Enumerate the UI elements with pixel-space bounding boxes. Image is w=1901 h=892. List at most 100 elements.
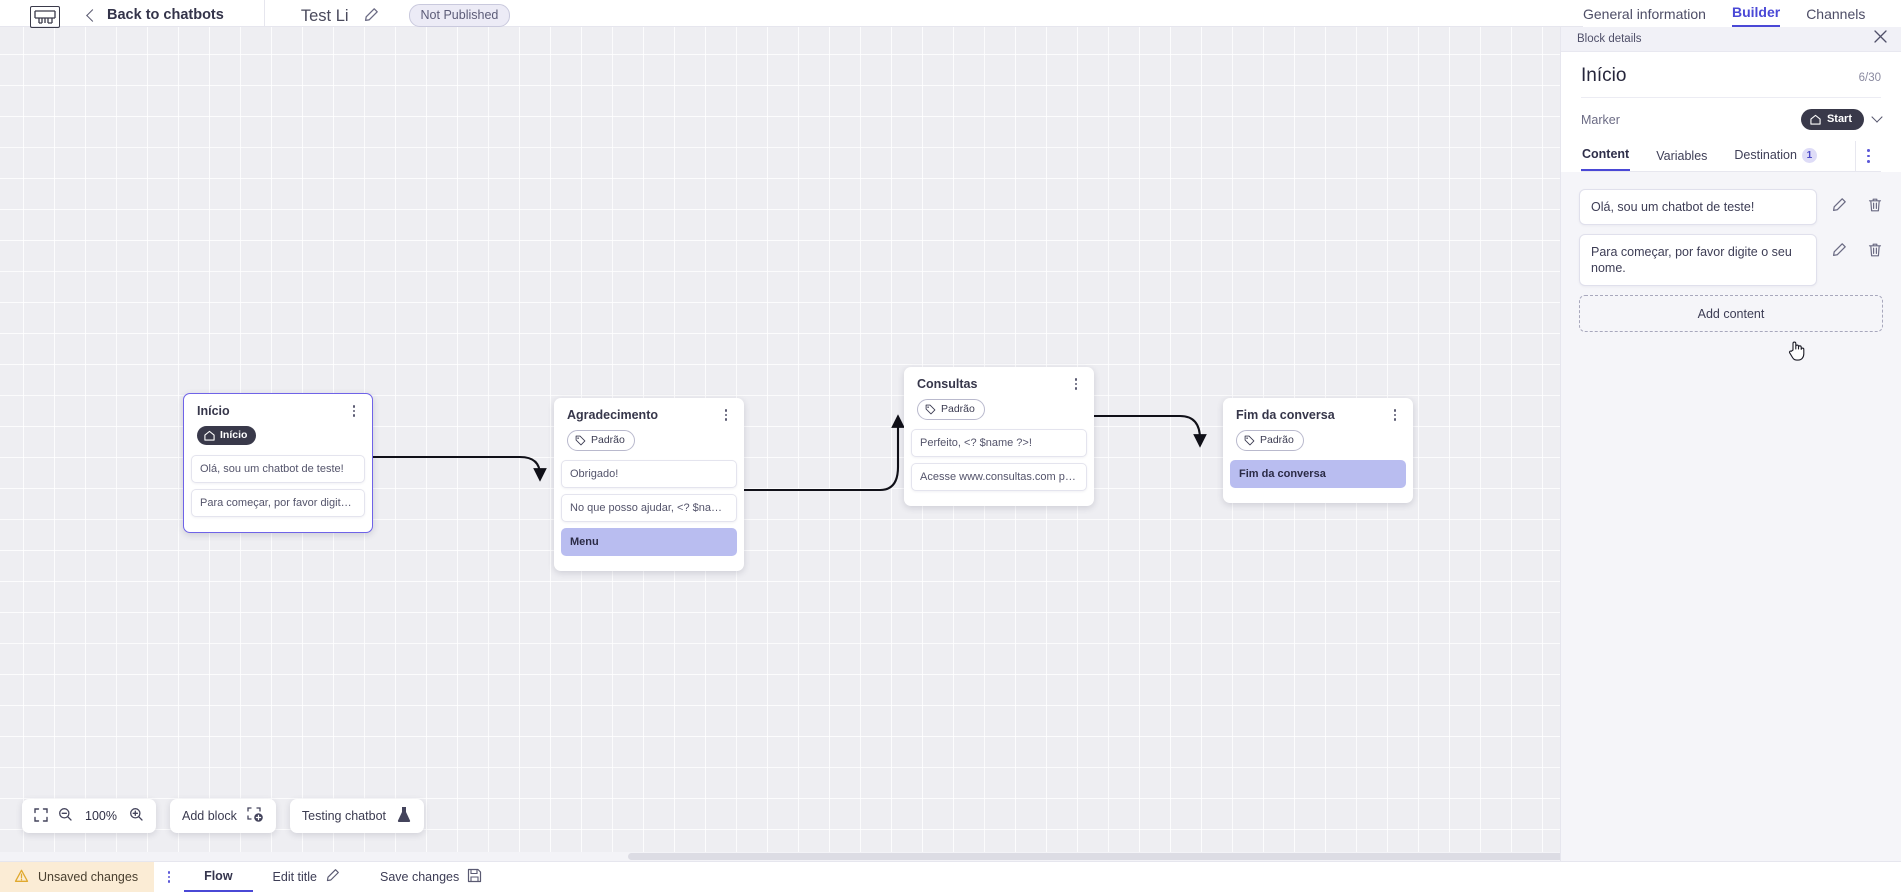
panel-tabs: Content Variables Destination 1: [1581, 141, 1881, 172]
node-body: Obrigado! No que posso ajudar, <? $name …: [554, 460, 744, 571]
testing-chatbot-button[interactable]: Testing chatbot: [289, 799, 424, 833]
node-body: Fim da conversa: [1223, 460, 1413, 503]
tab-content[interactable]: Content: [1581, 141, 1631, 171]
content-item: Para começar, por favor digite o seu nom…: [1579, 234, 1883, 286]
node-message[interactable]: No que posso ajudar, <? $name ...: [561, 494, 737, 522]
fit-to-screen-icon[interactable]: [34, 807, 48, 825]
zoom-out-icon[interactable]: [58, 807, 73, 825]
node-marker-label: Padrão: [1260, 434, 1294, 446]
trash-icon[interactable]: [1867, 197, 1883, 218]
marker-start-badge[interactable]: Start: [1800, 109, 1864, 130]
tab-variables[interactable]: Variables: [1655, 143, 1708, 171]
status-badge: Not Published: [408, 3, 511, 27]
content-item-actions: [1817, 234, 1883, 263]
add-block-button[interactable]: Add block: [170, 799, 276, 833]
unsaved-changes-label: Unsaved changes: [38, 870, 139, 884]
app-logo-icon[interactable]: [30, 6, 60, 28]
panel-block-title: Início: [1581, 65, 1627, 86]
tab-destination-label: Destination: [1734, 148, 1797, 162]
zoom-level-value: 100%: [85, 809, 117, 823]
node-marker-label: Padrão: [591, 434, 625, 446]
top-bar-divider: [263, 0, 265, 27]
tag-icon: [1244, 435, 1255, 445]
tab-destination-count: 1: [1801, 148, 1817, 163]
block-details-panel: Block details Início 6/30 Marker Start C…: [1560, 27, 1901, 861]
back-to-chatbots-link[interactable]: Back to chatbots: [86, 7, 224, 23]
node-title: Consultas: [917, 377, 978, 391]
node-menu-icon[interactable]: [1388, 407, 1402, 423]
warning-triangle-icon: [14, 869, 29, 886]
canvas-toolbar: 100% Add block Testing chatbot: [22, 799, 424, 833]
flask-icon: [396, 806, 412, 826]
content-item-text[interactable]: Olá, sou um chatbot de teste!: [1579, 189, 1817, 225]
tab-channels[interactable]: Channels: [1806, 6, 1866, 22]
more-vertical-icon[interactable]: [1855, 141, 1881, 171]
pencil-icon[interactable]: [1831, 242, 1847, 263]
save-disk-icon: [467, 868, 482, 886]
edit-title-label: Edit title: [272, 870, 318, 884]
node-header: Fim da conversa Padrão: [1223, 398, 1413, 460]
marker-start-label: Start: [1826, 113, 1852, 125]
node-menu-icon[interactable]: [719, 407, 733, 423]
pencil-icon[interactable]: [363, 7, 379, 28]
node-message[interactable]: Acesse www.consultas.com par...: [911, 463, 1087, 491]
tab-content-label: Content: [1582, 147, 1630, 161]
flow-node-fim-da-conversa[interactable]: Fim da conversa Padrão Fim da conversa: [1223, 398, 1413, 503]
panel-header-title: Block details: [1577, 33, 1642, 45]
trash-icon[interactable]: [1867, 242, 1883, 263]
close-icon[interactable]: [1874, 30, 1887, 48]
node-header: Início Início: [184, 394, 372, 455]
content-item: Olá, sou um chatbot de teste!: [1579, 189, 1883, 225]
tag-icon: [925, 404, 936, 414]
unsaved-changes-indicator: Unsaved changes: [0, 862, 155, 892]
chevron-left-icon: [86, 8, 99, 22]
node-body: Perfeito, <? $name ?>! Acesse www.consul…: [904, 429, 1094, 506]
testing-chatbot-label: Testing chatbot: [301, 809, 386, 823]
home-icon: [1810, 114, 1821, 125]
more-vertical-icon[interactable]: [154, 862, 184, 892]
node-message[interactable]: Para começar, por favor digite o ...: [191, 488, 365, 517]
flow-node-inicio[interactable]: Início Início Olá, sou um chatbot de tes…: [183, 393, 373, 533]
node-header: Consultas Padrão: [904, 367, 1094, 429]
save-changes-label: Save changes: [380, 870, 460, 884]
canvas-horizontal-scrollbar[interactable]: [0, 852, 1888, 861]
edge-consultas-fim: [1094, 414, 1207, 448]
flow-node-agradecimento[interactable]: Agradecimento Padrão Obrigado! No que po…: [554, 398, 744, 571]
tab-destination[interactable]: Destination 1: [1733, 142, 1818, 171]
tab-general-information[interactable]: General information: [1583, 6, 1706, 22]
edit-title-button[interactable]: Edit title: [253, 862, 360, 892]
back-to-chatbots-label: Back to chatbots: [107, 7, 224, 23]
node-header: Agradecimento Padrão: [554, 398, 744, 460]
node-body: Olá, sou um chatbot de teste! Para começ…: [184, 454, 372, 532]
pencil-icon[interactable]: [1831, 197, 1847, 218]
node-message[interactable]: Perfeito, <? $name ?>!: [911, 429, 1087, 457]
node-title: Fim da conversa: [1236, 408, 1335, 422]
node-menu-icon[interactable]: [347, 403, 361, 419]
tag-icon: [575, 435, 586, 445]
main-nav-tabs: General information Builder Channels: [1583, 0, 1901, 27]
status-tab-flow[interactable]: Flow: [184, 862, 253, 892]
node-marker-label: Padrão: [941, 403, 975, 415]
scrollbar-thumb[interactable]: [628, 853, 1888, 860]
flow-node-consultas[interactable]: Consultas Padrão Perfeito, <? $name ?>! …: [904, 367, 1094, 506]
content-item-text[interactable]: Para começar, por favor digite o seu nom…: [1579, 234, 1817, 286]
node-marker-badge: Padrão: [917, 399, 985, 420]
flow-canvas[interactable]: Início Início Olá, sou um chatbot de tes…: [0, 27, 1560, 861]
add-content-button[interactable]: Add content: [1579, 295, 1883, 332]
pencil-icon: [325, 868, 340, 886]
home-icon: [204, 430, 215, 441]
marker-control: Start: [1800, 109, 1883, 130]
save-changes-button[interactable]: Save changes: [360, 862, 502, 892]
node-title: Início: [197, 404, 230, 418]
node-message[interactable]: Olá, sou um chatbot de teste!: [191, 454, 365, 483]
panel-char-count: 6/30: [1858, 72, 1881, 84]
node-menu-icon[interactable]: [1069, 376, 1083, 392]
tab-builder[interactable]: Builder: [1731, 4, 1781, 27]
node-message[interactable]: Obrigado!: [561, 460, 737, 488]
zoom-controls: 100%: [22, 799, 156, 833]
panel-top-section: Início 6/30 Marker Start Content Variabl…: [1561, 52, 1901, 172]
zoom-in-icon[interactable]: [129, 807, 144, 825]
node-message-menu[interactable]: Menu: [561, 528, 737, 556]
node-message-fim[interactable]: Fim da conversa: [1230, 460, 1406, 488]
chevron-down-icon[interactable]: [1871, 110, 1883, 123]
